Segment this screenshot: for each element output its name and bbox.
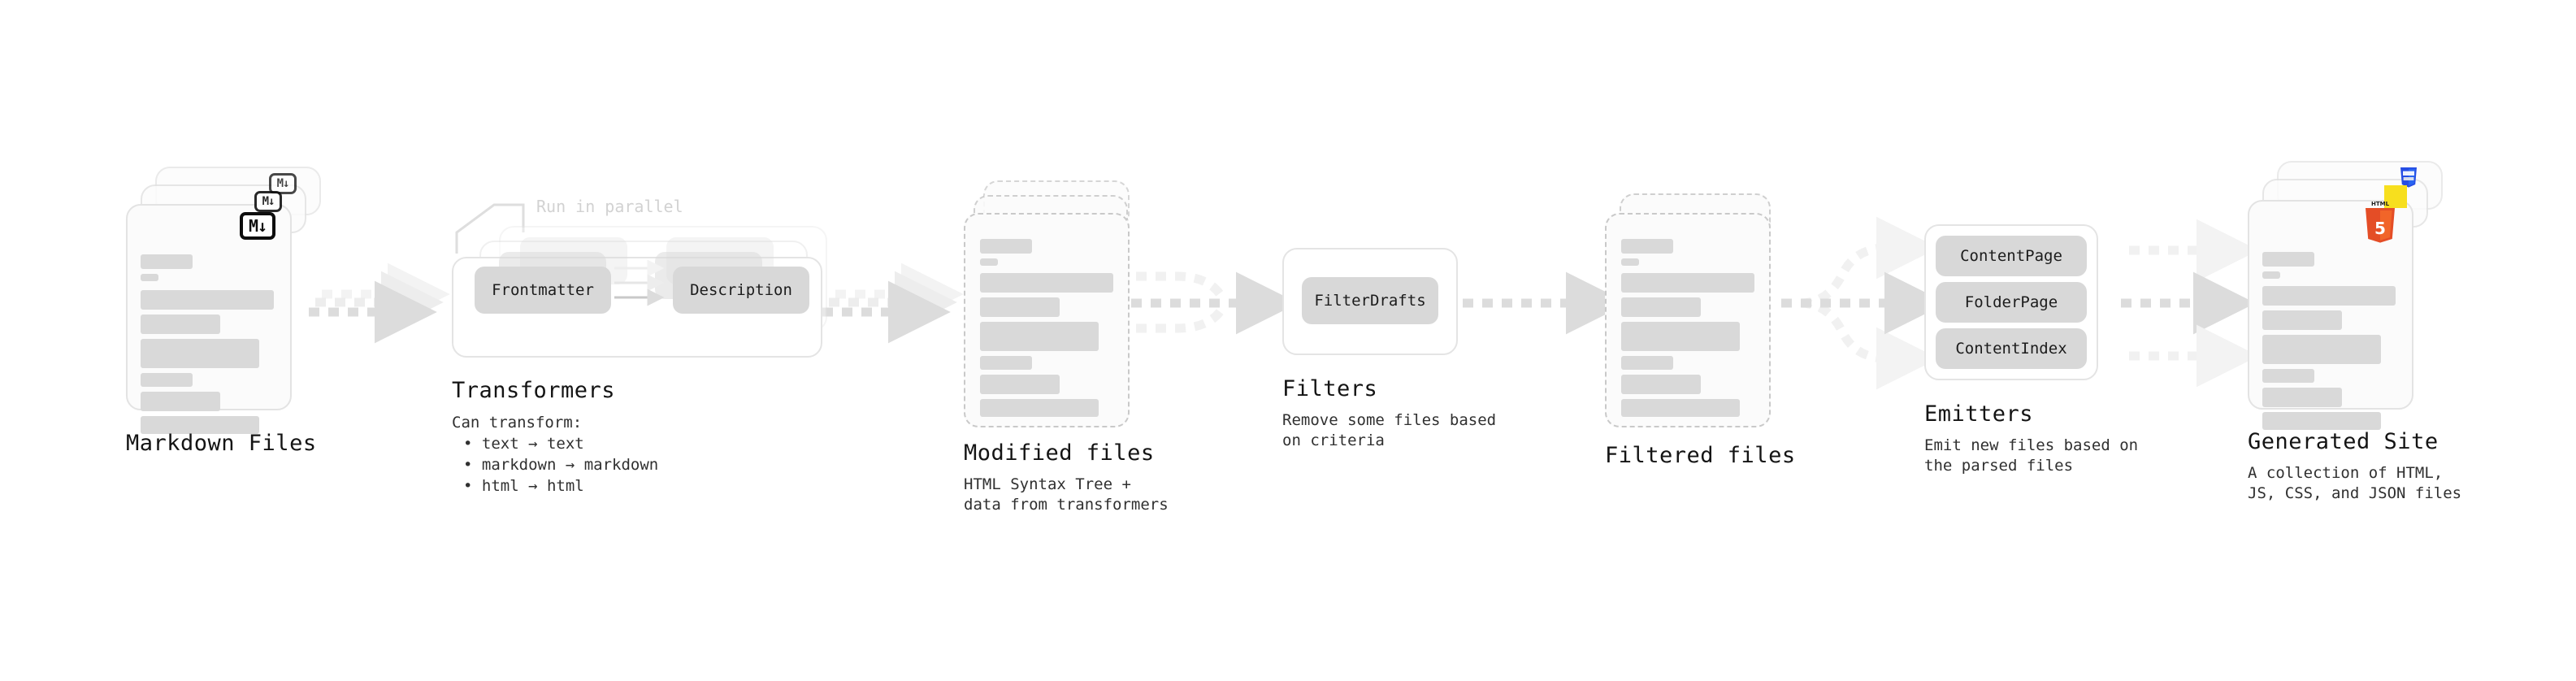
skeleton-line bbox=[2262, 335, 2381, 364]
skeleton-line bbox=[1621, 375, 1701, 394]
stage-title-filters: Filters bbox=[1282, 376, 1378, 401]
skeleton-line bbox=[2262, 252, 2314, 267]
skeleton-line bbox=[1621, 399, 1740, 417]
generated-site-subtitle: A collection of HTML, JS, CSS, and JSON … bbox=[2248, 464, 2462, 502]
skeleton-line bbox=[980, 239, 1032, 254]
transform-arrows bbox=[614, 259, 665, 306]
skeleton-line bbox=[1621, 258, 1639, 266]
skeleton-line bbox=[2262, 271, 2280, 279]
skeleton-line bbox=[980, 375, 1060, 394]
transformers-bullet-0: • text → text bbox=[463, 435, 584, 453]
connector-md-to-transformers bbox=[309, 262, 450, 344]
stage-modified-files: Modified files HTML Syntax Tree + data f… bbox=[964, 180, 1169, 514]
transformers-subtitle: Can transform: bbox=[452, 414, 583, 432]
skeleton-line bbox=[2262, 310, 2342, 330]
skeleton-line bbox=[980, 399, 1099, 417]
skeleton-line bbox=[141, 339, 259, 368]
skeleton-line bbox=[2262, 286, 2396, 306]
transformers-bullet-2: • html → html bbox=[463, 477, 584, 495]
stage-generated-site: 5 HTML Generated Site A collection of HT… bbox=[2248, 161, 2461, 502]
skeleton-line bbox=[1621, 322, 1740, 351]
skeleton-line bbox=[141, 373, 193, 387]
markdown-arrow: ↓ bbox=[283, 177, 290, 190]
skeleton-line bbox=[2262, 412, 2381, 430]
markdown-arrow: ↓ bbox=[258, 216, 267, 236]
skeleton-line bbox=[1621, 239, 1673, 254]
markdown-letter: M bbox=[276, 177, 284, 190]
chip-description[interactable]: Description bbox=[673, 267, 809, 314]
js-icon bbox=[2384, 185, 2407, 208]
markdown-letter: M bbox=[248, 216, 258, 236]
generated-site-stack: 5 HTML bbox=[2248, 161, 2443, 430]
modified-file-stack bbox=[964, 180, 1138, 427]
skeleton-line bbox=[141, 254, 193, 269]
stage-title-emitters: Emitters bbox=[1924, 401, 2034, 427]
connector-filtered-to-emitters bbox=[1781, 216, 1947, 390]
skeleton-line bbox=[980, 322, 1099, 351]
stage-markdown-files: M↓ M↓ M↓ Markdown Files bbox=[126, 167, 321, 456]
chip-filterdrafts[interactable]: FilterDrafts bbox=[1302, 277, 1438, 324]
transformers-bullet-1: • markdown → markdown bbox=[463, 456, 659, 474]
skeleton-line bbox=[1621, 273, 1754, 293]
markdown-file-stack: M↓ M↓ M↓ bbox=[126, 167, 321, 434]
html5-icon: 5 HTML bbox=[2366, 201, 2395, 243]
skeleton-line bbox=[2262, 388, 2342, 407]
skeleton-line bbox=[980, 258, 998, 266]
skeleton-line bbox=[980, 273, 1113, 293]
skeleton-line bbox=[1621, 297, 1701, 317]
markdown-icon: M↓ bbox=[240, 212, 275, 240]
skeleton-line bbox=[141, 416, 259, 434]
svg-text:HTML: HTML bbox=[2371, 201, 2390, 207]
stage-title-markdown-files: Markdown Files bbox=[126, 431, 317, 456]
markdown-arrow: ↓ bbox=[268, 195, 275, 208]
filtered-file-stack bbox=[1605, 193, 1780, 429]
emitters-subtitle: Emit new files based on the parsed files bbox=[1924, 436, 2139, 475]
stage-title-transformers: Transformers bbox=[452, 378, 616, 403]
skeleton-line bbox=[2262, 369, 2314, 383]
filters-subtitle: Remove some files based on criteria bbox=[1282, 411, 1497, 449]
skeleton-line bbox=[141, 290, 274, 310]
connector-transformers-to-modified bbox=[822, 262, 964, 344]
markdown-icon-mid: M↓ bbox=[254, 191, 282, 212]
stage-filtered-files: Filtered files bbox=[1605, 193, 1795, 468]
run-in-parallel-label: Run in parallel bbox=[536, 197, 683, 216]
skeleton-line bbox=[1621, 356, 1673, 370]
modified-files-subtitle: HTML Syntax Tree + data from transformer… bbox=[964, 475, 1169, 514]
skeleton-line bbox=[980, 297, 1060, 317]
stage-title-modified-files: Modified files bbox=[964, 440, 1155, 466]
chip-folderpage[interactable]: FolderPage bbox=[1936, 282, 2087, 323]
stage-title-generated-site: Generated Site bbox=[2248, 429, 2439, 454]
chip-frontmatter[interactable]: Frontmatter bbox=[475, 267, 611, 314]
connector-modified-to-filters bbox=[1131, 271, 1299, 335]
svg-text:5: 5 bbox=[2374, 219, 2386, 238]
skeleton-line bbox=[141, 274, 158, 281]
skeleton-line bbox=[141, 392, 220, 411]
connector-emitters-to-site bbox=[2121, 219, 2259, 388]
stage-title-filtered-files: Filtered files bbox=[1605, 443, 1796, 468]
skeleton-line bbox=[141, 314, 220, 334]
markdown-icon-back: M↓ bbox=[269, 173, 297, 194]
parallel-brace bbox=[455, 203, 525, 254]
css-icon bbox=[2400, 167, 2417, 188]
skeleton-line bbox=[980, 356, 1032, 370]
chip-contentindex[interactable]: ContentIndex bbox=[1936, 328, 2087, 369]
markdown-letter: M bbox=[262, 195, 270, 208]
chip-contentpage[interactable]: ContentPage bbox=[1936, 236, 2087, 276]
